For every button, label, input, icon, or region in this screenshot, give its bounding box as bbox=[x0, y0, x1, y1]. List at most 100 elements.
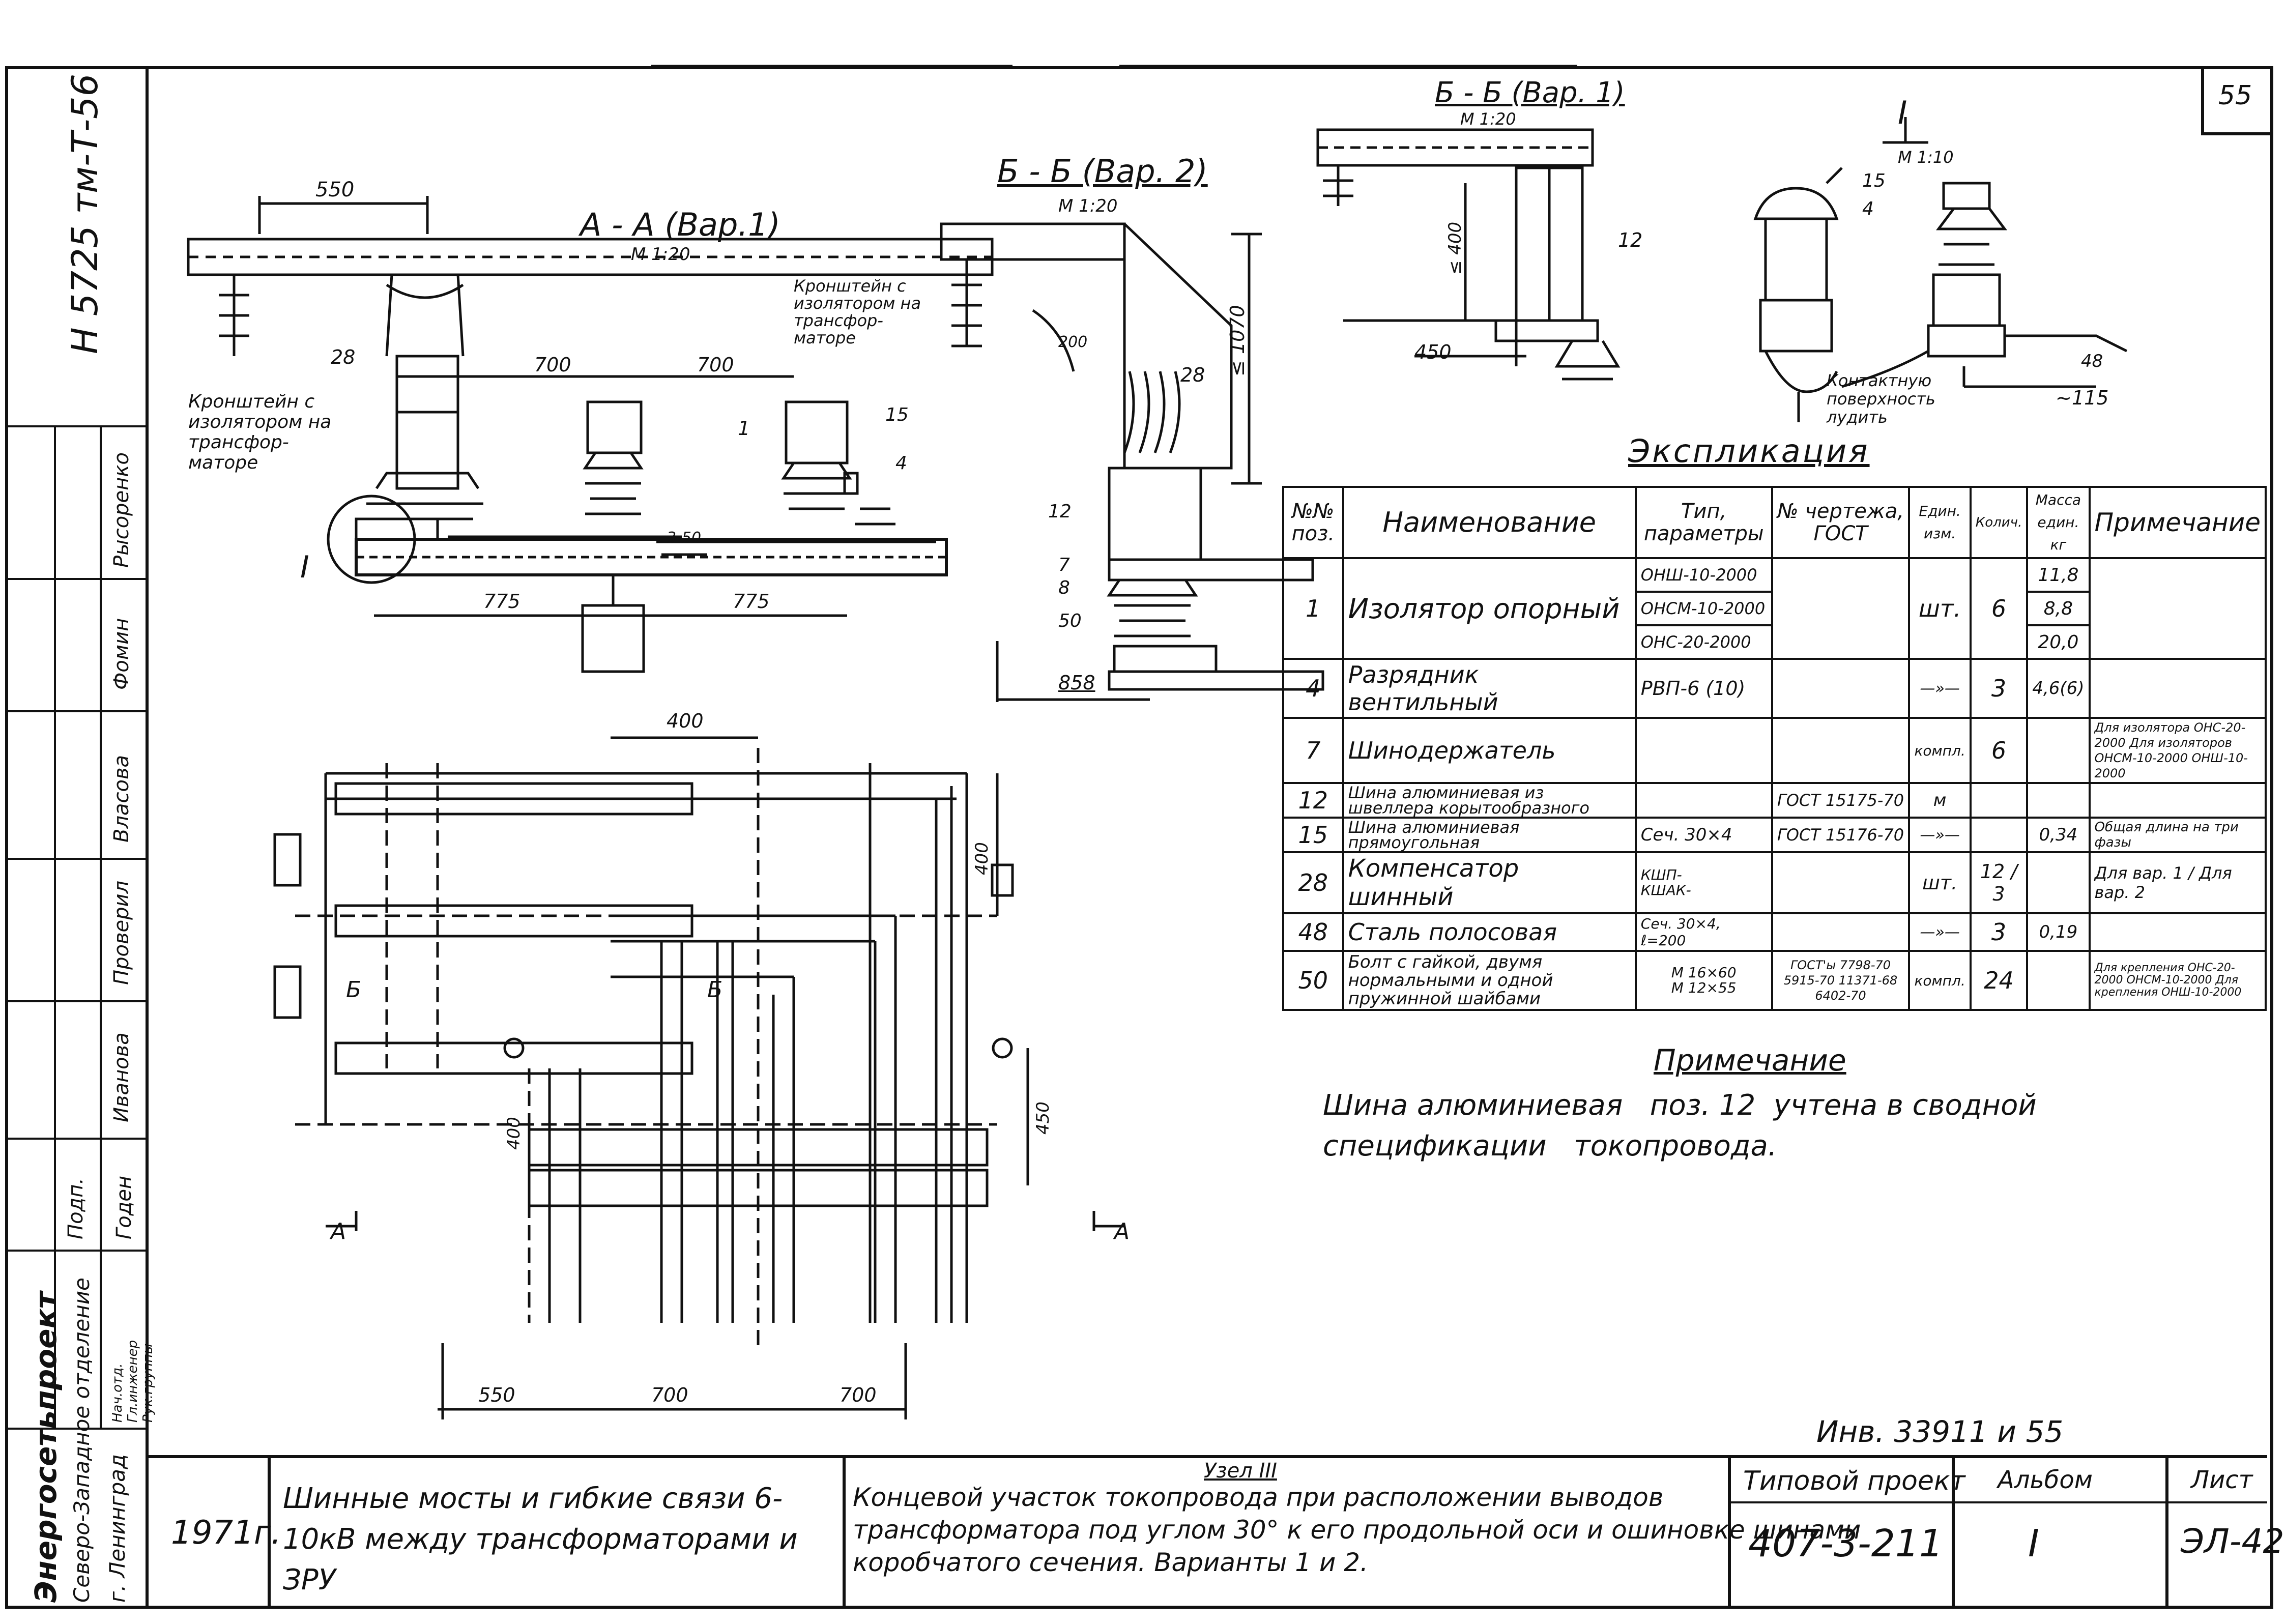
tb-album-label: Альбом bbox=[1998, 1466, 2093, 1494]
plan-view bbox=[273, 736, 1124, 1419]
dim-700-a: 700 bbox=[534, 354, 571, 376]
table-row: 15 Шина алюминиевая прямоугольная Сеч. 3… bbox=[1282, 817, 2267, 853]
cell-type: ОНШ-10-2000 bbox=[1634, 557, 1773, 593]
cell-pos: 28 bbox=[1282, 851, 1344, 914]
table-row: ОНС-20-2000 20,0 bbox=[1283, 624, 2266, 660]
table-row: 28 Компенсатор шинный КШП-КШАК- шт. 12 /… bbox=[1282, 851, 2267, 914]
dim-775-b: 775 bbox=[733, 590, 770, 613]
dim-3-50: 3-50 bbox=[667, 529, 702, 547]
cell-mass: 8,8 bbox=[2026, 591, 2091, 626]
marker-B-right: Б bbox=[707, 977, 723, 1003]
dim-700-plan-a: 700 bbox=[651, 1384, 688, 1406]
view-bb1-title: Б - Б (Вар. 1) bbox=[1435, 76, 1625, 109]
cell-unit: компл. bbox=[1908, 950, 1972, 1011]
marker-B-left: Б bbox=[346, 977, 362, 1003]
page-number: 55 bbox=[2218, 80, 2252, 111]
cell-qty: 6 bbox=[1969, 557, 2029, 660]
note-heading: Примечание bbox=[1654, 1043, 1846, 1078]
cell-gost: ГОСТ 15175-70 bbox=[1771, 782, 1911, 819]
pos-label: 1 bbox=[738, 417, 750, 440]
table-row: 4 Разрядник вентильный РВП-6 (10) —»— 3 … bbox=[1282, 658, 2267, 719]
page-number-box: 55 bbox=[2201, 66, 2270, 135]
tb-sheet-label: Лист bbox=[2191, 1466, 2253, 1494]
view-bb1 bbox=[1316, 128, 1621, 381]
pos-label: 12 bbox=[1048, 501, 1072, 522]
pos-label: 28 bbox=[331, 346, 356, 368]
dim-115: ~115 bbox=[2056, 387, 2109, 409]
marker-I: I bbox=[300, 549, 309, 585]
view-aa-title: А - А (Вар.1) bbox=[580, 206, 780, 243]
table-header-row: №№ поз. Наименование Тип, параметры № че… bbox=[1282, 486, 2267, 559]
cell-pos: 1 bbox=[1282, 557, 1344, 660]
dim-550-top: 550 bbox=[315, 178, 355, 201]
dim-400-plan-left: 400 bbox=[504, 1117, 524, 1150]
th-name: Наименование bbox=[1342, 486, 1637, 559]
cell-mass bbox=[2026, 782, 2091, 819]
type-m16: М 16×60 bbox=[1671, 964, 1737, 981]
type-kshp: КШП- bbox=[1640, 866, 1682, 883]
sheet-frame bbox=[146, 66, 2273, 1609]
pos-label: 15 bbox=[1862, 170, 1886, 191]
view-aa bbox=[187, 196, 994, 673]
dim-858: 858 bbox=[1058, 672, 1095, 694]
view-bb2-scale: М 1:20 bbox=[1058, 196, 1118, 216]
pos-label: 15 bbox=[885, 404, 909, 425]
cell-name: Разрядник вентильный bbox=[1342, 658, 1637, 719]
bracket-note-left: Кронштейн с изолятором на трансфор-матор… bbox=[188, 391, 332, 473]
cell-note: Для вар. 1 / Для вар. 2 bbox=[2088, 851, 2267, 914]
cell-gost: ГОСТ 15176-70 bbox=[1771, 817, 1911, 853]
type-m12: М 12×55 bbox=[1671, 979, 1737, 996]
cell-mass bbox=[2026, 851, 2091, 914]
dim-1070: ≤ 1070 bbox=[1226, 305, 1249, 376]
dim-700-plan-b: 700 bbox=[840, 1384, 877, 1406]
cell-pos: 50 bbox=[1282, 950, 1344, 1011]
pos-label: 7 bbox=[1058, 555, 1070, 575]
title-block: 1971г. Шинные мосты и гибкие связи 6-10к… bbox=[146, 1455, 2284, 1606]
tb-year: 1971г. bbox=[171, 1514, 281, 1552]
dim-400-plan-right: 400 bbox=[972, 842, 992, 875]
dim-48: 48 bbox=[2081, 351, 2103, 371]
cell-type: ОНС-20-2000 bbox=[1634, 624, 1773, 660]
cell-note: Для крепления ОНС-20-2000 ОНСМ-10-2000 Д… bbox=[2088, 950, 2267, 1011]
marker-A-left: А bbox=[331, 1219, 346, 1244]
table-row: 12 Шина алюминиевая из швеллера корытооб… bbox=[1282, 782, 2267, 819]
cell-gost bbox=[1771, 658, 1911, 719]
tb-album-value: I bbox=[2028, 1522, 2039, 1565]
cell-name: Шинодержатель bbox=[1342, 717, 1637, 784]
th-unit: Един. изм. bbox=[1908, 486, 1972, 559]
cell-pos: 7 bbox=[1282, 717, 1344, 784]
cell-name: Компенсатор шинный bbox=[1342, 851, 1637, 914]
cell-type: Сеч. 30×4 bbox=[1634, 817, 1773, 853]
pos-label: 48 bbox=[2086, 351, 2087, 352]
pos-label: 12 bbox=[1618, 229, 1643, 251]
cell-mass: 11,8 bbox=[2026, 557, 2091, 593]
tb-description: Концевой участок токопровода при располо… bbox=[853, 1483, 1861, 1577]
table-row: 50 Болт с гайкой, двумя нормальными и од… bbox=[1282, 950, 2267, 1011]
cell-unit: шт. bbox=[1908, 557, 1972, 660]
detail-I bbox=[1753, 117, 2128, 422]
stamp-org-cell: Энергосетьпроект Северо-Западное отделен… bbox=[8, 1278, 149, 1608]
table-row: 1 Изолятор опорный ОНШ-10-2000 шт. 6 11,… bbox=[1282, 557, 2267, 660]
view-aa-scale: М 1:20 bbox=[631, 244, 690, 265]
pos-label: 28 bbox=[1180, 364, 1205, 386]
cell-unit: —»— bbox=[1908, 817, 1972, 853]
cell-note bbox=[2088, 658, 2267, 719]
pos-label: 50 bbox=[1058, 611, 1082, 631]
dim-200: 200 bbox=[1058, 333, 1088, 351]
cell-name: Изолятор опорный bbox=[1342, 557, 1637, 660]
stamp-code-cell: Н 5725 тм-Т-56 bbox=[8, 69, 149, 427]
cell-qty: 3 bbox=[1969, 658, 2029, 719]
pos-label: 4 bbox=[1862, 198, 1874, 219]
cell-unit: компл. bbox=[1908, 717, 1972, 784]
dim-775-a: 775 bbox=[483, 590, 520, 613]
note-text-1: Шина алюминиевая поз. 12 учтена в сводно… bbox=[1323, 1089, 2037, 1122]
cell-qty: 3 bbox=[1969, 912, 2029, 952]
table-row: ОНСМ-10-2000 8,8 bbox=[1283, 591, 2266, 626]
cell-mass: 0,19 bbox=[2026, 912, 2091, 952]
cell-qty: 6 bbox=[1969, 717, 2029, 784]
cell-unit: м bbox=[1908, 782, 1972, 819]
cell-type bbox=[1634, 782, 1773, 819]
cell-mass: 4,6(6) bbox=[2026, 658, 2091, 719]
